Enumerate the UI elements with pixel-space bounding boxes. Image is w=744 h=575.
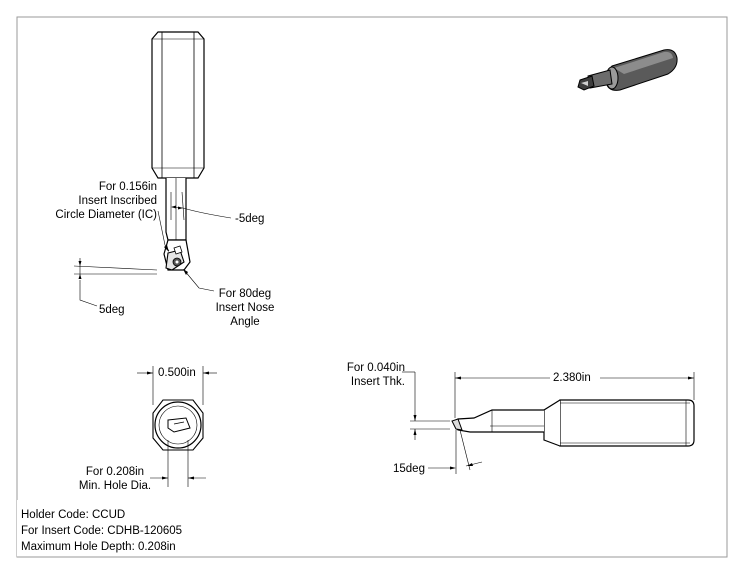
ic-note: For 0.156in Insert Inscribed Circle Diam… <box>12 180 157 222</box>
side-shank <box>151 31 205 179</box>
side-view <box>73 31 232 307</box>
front-neck <box>454 409 544 433</box>
front-view <box>402 371 695 474</box>
ic-note-line-1: For 0.156in <box>98 181 157 193</box>
ic-note-line-3: Circle Diameter (IC) <box>55 209 157 221</box>
nose-note: For 80deg Insert Nose Angle <box>210 287 280 329</box>
nose-note-line-3: Angle <box>230 316 260 328</box>
max-hole-depth: Maximum Hole Depth: 0.208in <box>21 541 176 553</box>
front-shank <box>559 399 695 447</box>
overall-length-label: 2.380in <box>553 372 591 384</box>
shank-dia-label: 0.500in <box>158 367 196 379</box>
nose-note-line-2: Insert Nose <box>215 302 275 314</box>
thickness-line-2: Insert Thk. <box>350 376 405 388</box>
insert-code: For Insert Code: CDHB-120605 <box>21 525 183 537</box>
thickness-note: For 0.040in Insert Thk. <box>320 361 405 389</box>
iso-view <box>577 49 678 91</box>
thickness-line-1: For 0.040in <box>346 362 405 374</box>
holder-code: Holder Code: CCUD <box>21 509 126 521</box>
min-hole-note: For 0.208in Min. Hole Dia. <box>60 465 170 493</box>
clearance-angle-label: 15deg <box>393 463 425 475</box>
min-hole-line-2: Min. Hole Dia. <box>78 480 152 492</box>
nose-note-line-1: For 80deg <box>218 288 272 300</box>
end-angle-label: 5deg <box>99 304 125 316</box>
front-taper <box>543 399 561 447</box>
end-view <box>137 366 217 487</box>
ic-note-line-2: Insert Inscribed <box>78 195 157 207</box>
min-hole-line-1: For 0.208in <box>85 466 145 478</box>
side-angle-label: -5deg <box>235 213 265 225</box>
title-block-box <box>17 500 401 557</box>
